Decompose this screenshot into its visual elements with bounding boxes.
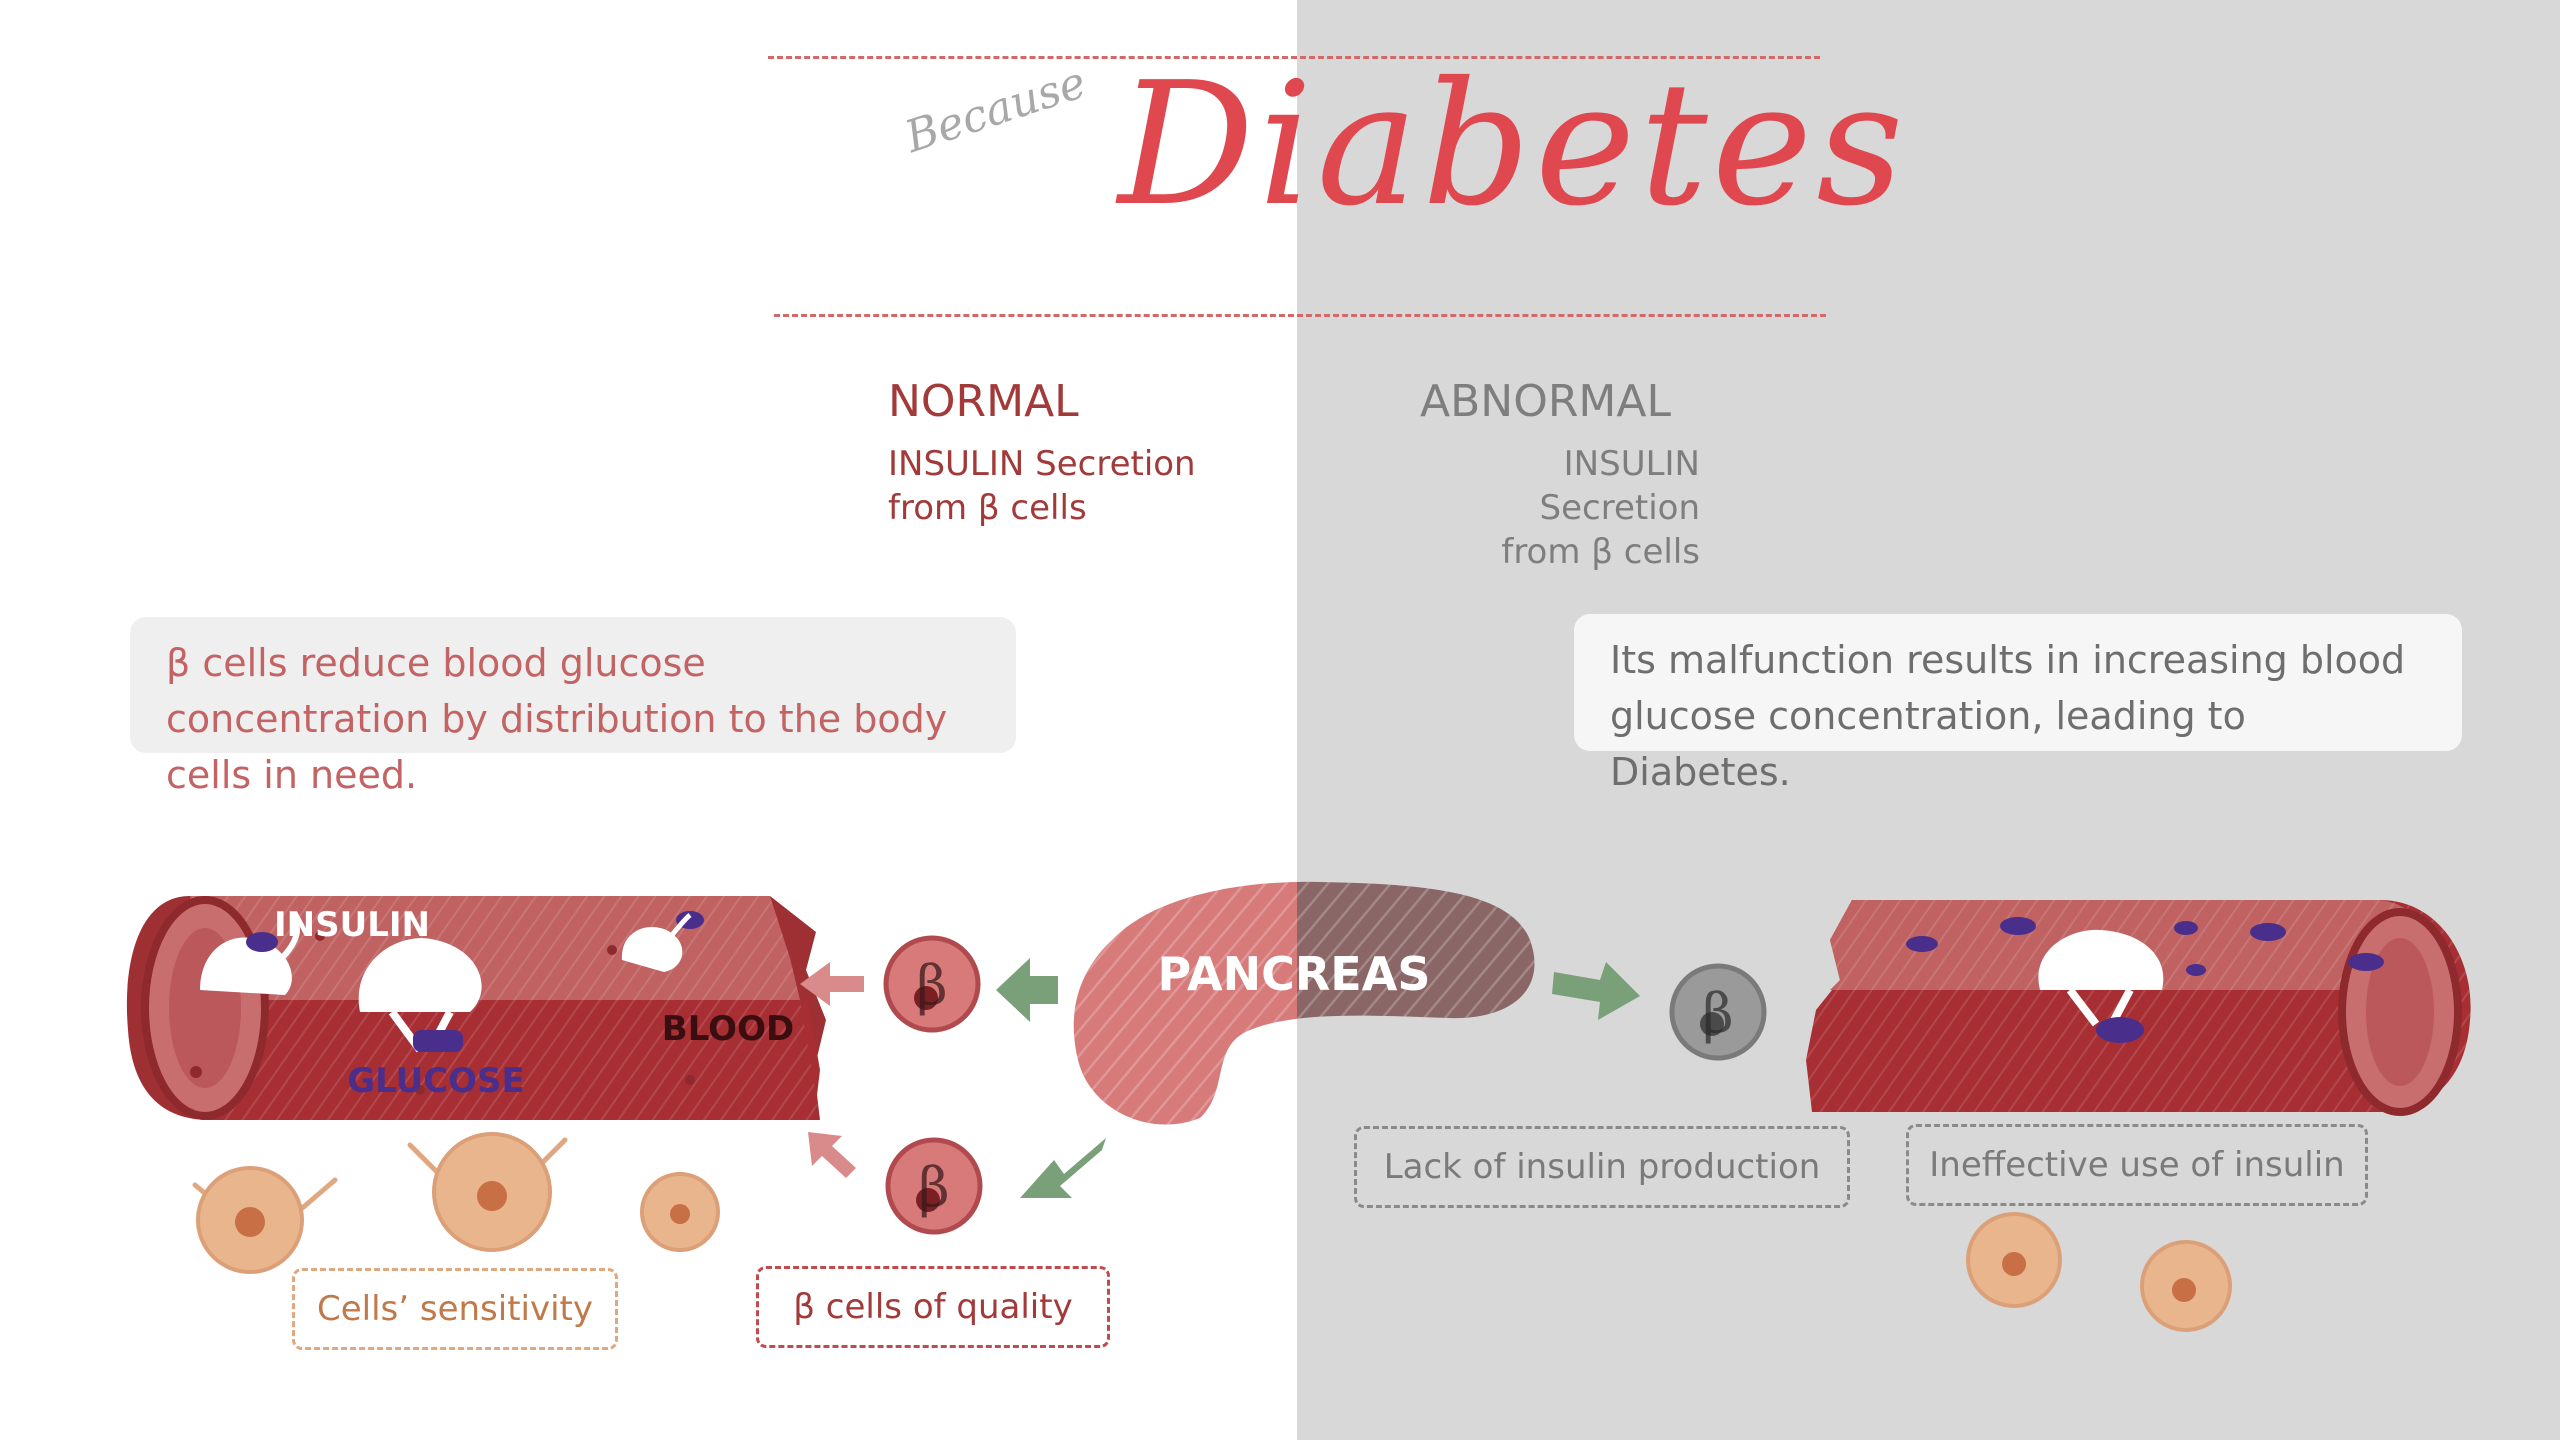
abnormal-beta-symbol: β [1702, 982, 1733, 1045]
pink-arrows [800, 962, 864, 1178]
blood-label: BLOOD [662, 1009, 794, 1049]
page-title: Diabetes [1118, 46, 1908, 244]
pancreas [1073, 881, 1535, 1125]
glucose-label: GLUCOSE [347, 1061, 525, 1101]
normal-subheading: INSULIN Secretion from β cells [888, 442, 1196, 530]
abnormal-subheading: INSULIN Secretion from β cells [1400, 442, 1700, 574]
abnormal-blood-vessel [1806, 900, 2471, 1116]
abnormal-body-cells [1966, 1212, 2232, 1332]
abnormal-sub-line1: INSULIN Secretion [1539, 444, 1700, 528]
normal-sub-line1: INSULIN Secretion [888, 444, 1196, 484]
beta-quality-tag: β cells of quality [756, 1266, 1110, 1348]
abnormal-description-box: Its malfunction results in increasing bl… [1574, 614, 2462, 794]
normal-beta-symbol-top: β [916, 954, 947, 1017]
normal-body-cells [192, 1132, 720, 1274]
normal-heading: NORMAL [888, 376, 1079, 427]
insulin-label: INSULIN [274, 905, 430, 945]
abnormal-beta-cell [1669, 963, 1767, 1061]
bottom-divider [774, 314, 1826, 317]
normal-beta-cell-top [883, 935, 981, 1033]
ineffective-insulin-tag: Ineffective use of insulin [1906, 1124, 2368, 1206]
green-arrows [996, 958, 1640, 1198]
normal-description-box: β cells reduce blood glucose concentrati… [130, 617, 1016, 797]
abnormal-insulin-receptor [2038, 929, 2164, 1043]
abnormal-sub-line2: from β cells [1501, 532, 1700, 572]
normal-sub-line2: from β cells [888, 488, 1087, 528]
normal-beta-symbol-bottom: β [918, 1156, 949, 1219]
normal-beta-cell-bottom [885, 1137, 983, 1235]
top-divider [768, 56, 1820, 59]
abnormal-heading: ABNORMAL [1420, 376, 1671, 427]
abnormal-glucose-particles [1906, 917, 2384, 976]
pancreas-label: PANCREAS [1158, 947, 1431, 1001]
cells-sensitivity-tag: Cells’ sensitivity [292, 1268, 618, 1350]
normal-insulin-cells [200, 911, 704, 1053]
lack-insulin-tag: Lack of insulin production [1354, 1126, 1850, 1208]
